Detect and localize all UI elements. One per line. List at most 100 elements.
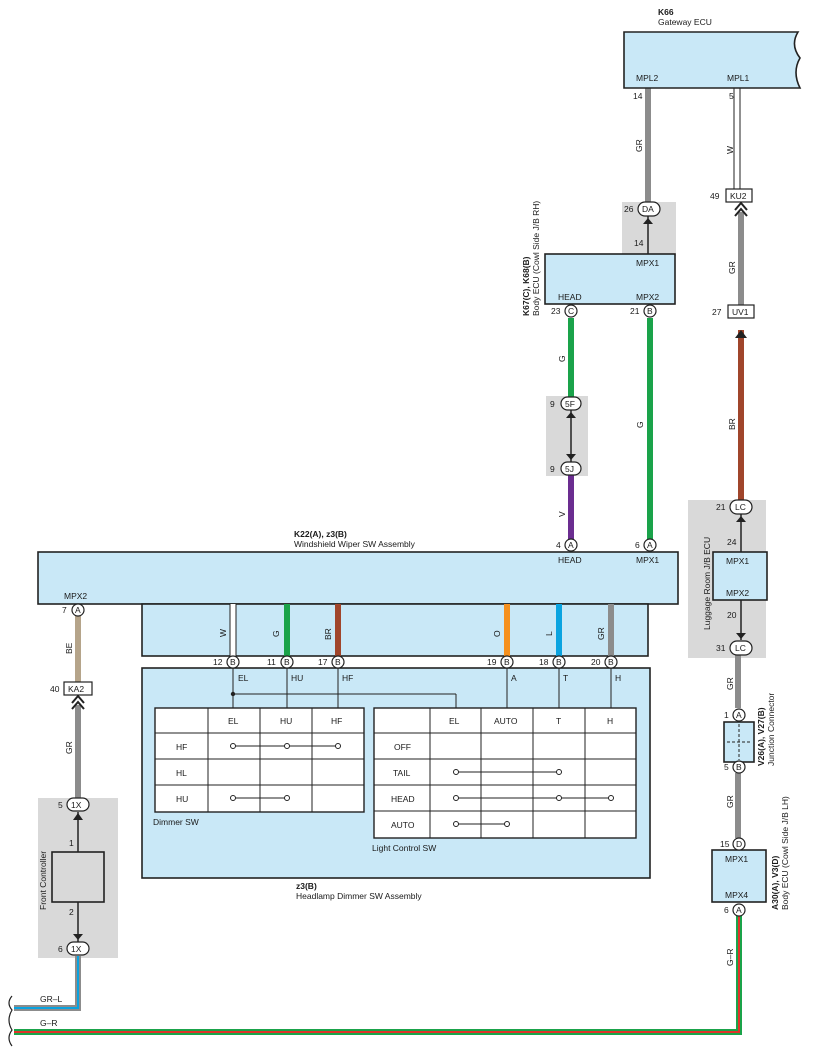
pin-junction-b bbox=[732, 760, 746, 774]
pin-11-b bbox=[280, 655, 294, 669]
label-ku2-gr: GR bbox=[727, 261, 737, 274]
label-lc-gr: GR bbox=[725, 677, 735, 690]
gateway-pin-mpl1: MPL1 bbox=[727, 73, 749, 83]
label-lh-g-r: G–R bbox=[725, 949, 735, 966]
pin-no-20: 20 bbox=[591, 657, 601, 667]
pin-lh-d bbox=[732, 837, 746, 851]
label-mpx2-be: BE bbox=[64, 642, 74, 654]
connector-5f bbox=[560, 396, 582, 411]
front-controller-name: Front Controller bbox=[38, 851, 48, 910]
pin-no-17: 17 bbox=[318, 657, 328, 667]
light-head-auto: AUTO bbox=[494, 716, 518, 726]
connector-lc-top bbox=[729, 499, 753, 515]
da-id: DA bbox=[642, 204, 654, 214]
wiper-sw-box bbox=[37, 551, 679, 605]
wiper-mpx1-label: MPX1 bbox=[636, 555, 659, 565]
da-below-no: 14 bbox=[634, 238, 644, 248]
arrow-lc-down bbox=[736, 633, 746, 639]
dimmer-row-hf: HF bbox=[176, 742, 187, 752]
pin-conn-18: B bbox=[556, 657, 562, 667]
dimmer-head-el: EL bbox=[228, 716, 239, 726]
pin-20-b bbox=[604, 655, 618, 669]
arrow-da-up bbox=[643, 218, 653, 224]
pin-wiper-mpx1-a bbox=[643, 538, 657, 552]
arrow-1x-up bbox=[73, 813, 83, 820]
lc-top-no: 21 bbox=[716, 502, 726, 512]
arrow-5j-down bbox=[566, 454, 576, 460]
light-control-switch-table bbox=[373, 707, 637, 839]
5j-id: 5J bbox=[565, 464, 574, 474]
light-row-head: HEAD bbox=[391, 794, 415, 804]
luggage-mpx2: MPX2 bbox=[726, 588, 749, 598]
gateway-pin-mpl2: MPL2 bbox=[636, 73, 658, 83]
light-head-el: EL bbox=[449, 716, 460, 726]
continuation-brace bbox=[8, 995, 13, 1047]
body-ecu-rh-box bbox=[544, 253, 676, 305]
gateway-ecu-box bbox=[623, 31, 802, 89]
luggage-pin24: 24 bbox=[727, 537, 737, 547]
pin-19-b bbox=[500, 655, 514, 669]
1x-bottom-id: 1X bbox=[71, 944, 82, 954]
junction-code: V26(A), V27(B) bbox=[756, 707, 766, 766]
dimmer-head-hu: HU bbox=[280, 716, 292, 726]
junction-pin-5: 5 bbox=[724, 762, 729, 772]
pin-no-19: 19 bbox=[487, 657, 497, 667]
body-ecu-rh-name: Body ECU (Cowl Side J/B RH) bbox=[531, 201, 541, 316]
pin-18-b bbox=[552, 655, 566, 669]
arrow-1x-down bbox=[73, 934, 83, 940]
pin-func-hu: HU bbox=[291, 673, 303, 683]
junction-name: Junction Connector bbox=[766, 693, 776, 766]
dimmer-switch-table bbox=[154, 707, 365, 813]
5f-id: 5F bbox=[565, 399, 575, 409]
pin-wiper-head-a bbox=[564, 538, 578, 552]
dimmer-row-hu: HU bbox=[176, 794, 188, 804]
connector-da bbox=[637, 201, 661, 217]
connector-5j bbox=[560, 461, 582, 476]
body-ecu-rh-conn-c: C bbox=[568, 306, 574, 316]
5f-no: 9 bbox=[550, 399, 555, 409]
wiper-mpx2-conn: A bbox=[75, 605, 81, 615]
label-bottom-g-r: G–R bbox=[40, 1018, 57, 1028]
lc-bottom-no: 31 bbox=[716, 643, 726, 653]
label-ka2-gr: GR bbox=[64, 741, 74, 754]
gateway-pin-14: 14 bbox=[633, 91, 643, 101]
pin-lh-a bbox=[732, 903, 746, 917]
label-violet-v: V bbox=[557, 511, 567, 517]
label-gw-gr: GR bbox=[634, 139, 644, 152]
ku2-no: 49 bbox=[710, 191, 720, 201]
label-mpx2-g: G bbox=[635, 421, 645, 428]
pin-conn-19: B bbox=[504, 657, 510, 667]
pin-head-c bbox=[564, 304, 578, 318]
label-bottom-gr-l: GR–L bbox=[40, 994, 62, 1004]
wiper-head-no: 4 bbox=[556, 540, 561, 550]
pin-junction-a bbox=[732, 708, 746, 722]
pin-no-18: 18 bbox=[539, 657, 549, 667]
stub-label-w: W bbox=[218, 629, 228, 637]
junction-dot bbox=[230, 691, 236, 697]
junction-conn-b: B bbox=[736, 762, 742, 772]
stub-label-g: G bbox=[271, 630, 281, 637]
headlamp-name: Headlamp Dimmer SW Assembly bbox=[296, 891, 422, 901]
front-controller-box bbox=[51, 851, 105, 903]
lh-conn-d: D bbox=[736, 839, 742, 849]
luggage-ecu-name: Luggage Room J/B ECU bbox=[702, 537, 712, 630]
gateway-pin-5: 5 bbox=[729, 91, 734, 101]
lh-mpx4: MPX4 bbox=[725, 890, 748, 900]
pin-conn-11: B bbox=[284, 657, 290, 667]
pin-func-t: T bbox=[563, 673, 568, 683]
1x-bottom-no: 6 bbox=[58, 944, 63, 954]
gateway-name: Gateway ECU bbox=[658, 17, 712, 27]
stub-label-br: BR bbox=[323, 628, 333, 640]
arrow-lc-up bbox=[736, 516, 746, 522]
wiper-mpx2-no: 7 bbox=[62, 605, 67, 615]
lh-name: Body ECU (Cowl Side J/B LH) bbox=[780, 796, 790, 910]
stub-label-o: O bbox=[492, 630, 502, 637]
front-controller-pin1: 1 bbox=[69, 838, 74, 848]
wiper-head-conn: A bbox=[568, 540, 574, 550]
connector-lc-bottom bbox=[729, 640, 753, 656]
dimmer-caption: Dimmer SW bbox=[153, 817, 199, 827]
pin-17-b bbox=[331, 655, 345, 669]
ka2-no: 40 bbox=[50, 684, 60, 694]
pin-func-a: A bbox=[511, 673, 517, 683]
uv1-id: UV1 bbox=[732, 307, 749, 317]
